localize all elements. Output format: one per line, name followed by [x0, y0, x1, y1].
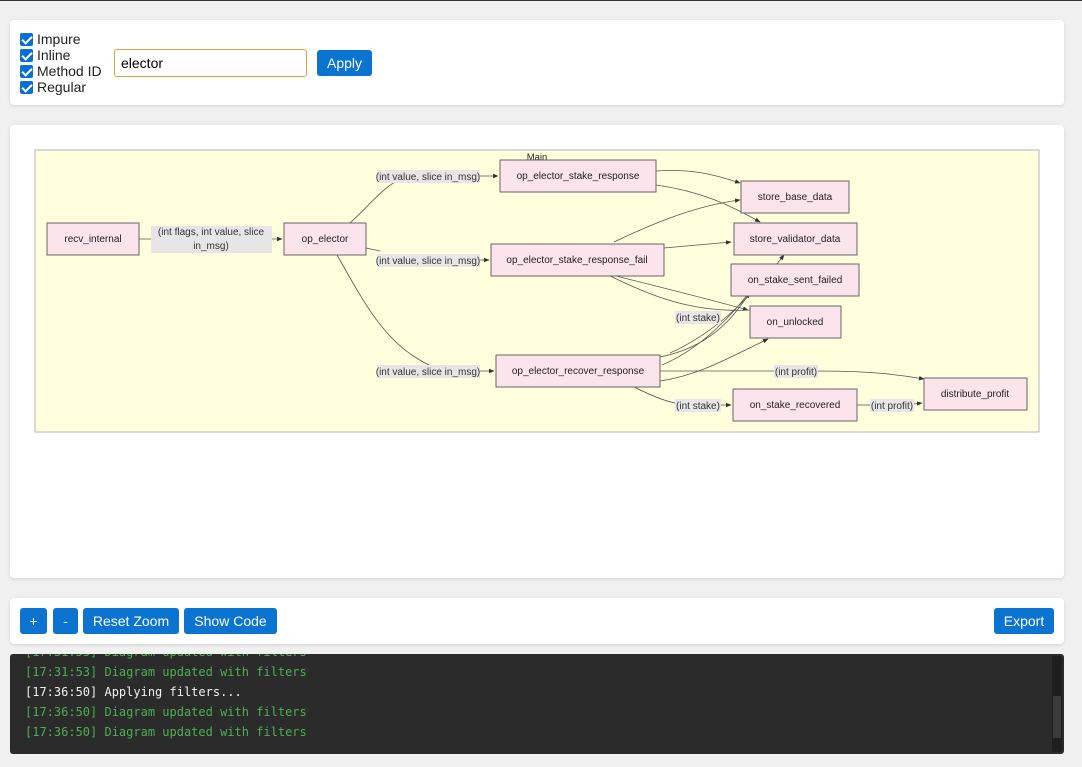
edge-label-op-stake-response: (int value, slice in_msg)	[376, 172, 480, 183]
node-label: op_elector_stake_response_fail	[506, 255, 647, 266]
node-label: on_stake_recovered	[750, 400, 841, 411]
filter-panel: Impure Inline Method ID Regular Apply	[10, 20, 1064, 105]
log-console[interactable]: [17:31:53] Diagram updated with filters …	[10, 654, 1064, 754]
filter-checkboxes: Impure Inline Method ID Regular	[20, 31, 102, 95]
node-op-elector-stake-response-fail[interactable]	[490, 243, 665, 277]
edge-recovered-to-distribute-b	[912, 401, 923, 406]
toolbar-panel: + - Reset Zoom Show Code Export	[10, 598, 1064, 644]
call-graph[interactable]: Main (int	[10, 125, 1064, 578]
node-store-base-data[interactable]	[740, 180, 850, 214]
edge-label-bg	[774, 365, 818, 378]
edge-op-to-stake-fail-a	[365, 247, 381, 252]
node-op-elector-recover-response[interactable]	[495, 354, 661, 388]
edge-label-int-stake-2: (int stake)	[676, 401, 720, 412]
show-code-button[interactable]: Show Code	[184, 608, 277, 634]
edge-label-bg	[870, 399, 914, 412]
edge-label-int-profit-1: (int profit)	[775, 367, 817, 378]
node-label: distribute_profit	[941, 389, 1010, 400]
node-label: store_validator_data	[750, 234, 841, 245]
edge-recover-to-recovered-a	[633, 386, 676, 404]
edge-label-bg	[377, 254, 480, 267]
node-distribute-profit[interactable]	[923, 377, 1028, 411]
inline-label: Inline	[37, 47, 71, 63]
log-line: [17:31:53] Diagram updated with filters	[25, 654, 307, 662]
export-button[interactable]: Export	[994, 608, 1054, 634]
edge-label-bg	[377, 365, 480, 378]
node-label: store_base_data	[758, 192, 833, 203]
node-label: on_unlocked	[767, 317, 824, 328]
node-on-stake-sent-failed[interactable]	[730, 263, 860, 297]
log-line: [17:36:50] Diagram updated with filters	[25, 705, 307, 719]
edge-label-int-profit-2: (int profit)	[871, 401, 913, 412]
edge-stake-response-to-store-validator	[655, 184, 761, 223]
regular-checkbox[interactable]	[20, 80, 33, 94]
edge-label-op-recover: (int value, slice in_msg)	[376, 367, 480, 378]
node-label: op_elector	[302, 234, 349, 245]
node-on-stake-recovered[interactable]	[732, 388, 858, 422]
method-id-filter[interactable]: Method ID	[20, 63, 102, 79]
edge-label-bg	[151, 226, 272, 253]
log-scroll-thumb[interactable]	[1053, 696, 1061, 738]
top-border	[0, 0, 1082, 1]
node-on-unlocked[interactable]	[749, 305, 842, 339]
zoom-out-button[interactable]: -	[53, 608, 78, 634]
node-label: recv_internal	[64, 234, 121, 245]
edge-recover-to-distribute-b	[815, 370, 925, 381]
edge-label-bg	[377, 170, 480, 183]
impure-filter[interactable]: Impure	[20, 31, 102, 47]
method-id-label: Method ID	[37, 63, 102, 79]
impure-label: Impure	[37, 31, 81, 47]
edge-label-bg	[675, 311, 721, 324]
log-line: [17:36:50] Diagram updated with filters	[25, 725, 307, 739]
edge-label-recv-op-1: (int flags, int value, slice	[158, 227, 265, 238]
log-line: [17:31:53] Diagram updated with filters	[25, 665, 307, 679]
regular-filter[interactable]: Regular	[20, 79, 102, 95]
node-recv-internal[interactable]	[46, 222, 140, 256]
edge-label-recv-op-2: in_msg)	[193, 241, 229, 252]
edge-fail-to-store-validator	[663, 240, 732, 249]
edge-label-op-stake-fail: (int value, slice in_msg)	[376, 256, 480, 267]
node-op-elector[interactable]	[283, 222, 367, 256]
nodes	[46, 159, 1028, 422]
diagram-panel[interactable]: Main (int	[10, 125, 1064, 578]
edge-fail-to-unlocked	[615, 275, 749, 311]
edge-label-bg	[675, 399, 721, 412]
reset-zoom-button[interactable]: Reset Zoom	[83, 608, 179, 634]
search-input[interactable]	[114, 49, 307, 77]
cluster-label: Main	[527, 152, 548, 163]
edge-labels: (int flags, int value, slice in_msg) (in…	[151, 170, 914, 412]
edge-fail-to-unlocked-b	[609, 275, 751, 311]
node-label: on_stake_sent_failed	[748, 275, 843, 286]
edge-recover-to-stake-sent-failed	[659, 292, 751, 358]
edge-label-int-stake-1: (int stake)	[676, 313, 720, 324]
inline-checkbox[interactable]	[20, 48, 33, 62]
log-scrollbar[interactable]	[1052, 656, 1062, 752]
zoom-in-button[interactable]: +	[20, 608, 47, 634]
node-store-validator-data[interactable]	[733, 222, 858, 256]
method-id-checkbox[interactable]	[20, 64, 33, 78]
log-line: [17:36:50] Applying filters...	[25, 685, 242, 699]
impure-checkbox[interactable]	[20, 32, 33, 46]
regular-label: Regular	[37, 79, 87, 95]
apply-button[interactable]: Apply	[317, 50, 372, 76]
inline-filter[interactable]: Inline	[20, 47, 102, 63]
node-labels: recv_internal op_elector op_elector_stak…	[64, 171, 1009, 411]
node-label: op_elector_recover_response	[512, 366, 645, 377]
node-label: op_elector_stake_response	[517, 171, 640, 182]
edge-recover-to-unlocked	[659, 338, 769, 382]
node-op-elector-stake-response[interactable]	[499, 159, 657, 193]
edge-stake-response-to-store-base	[655, 170, 741, 184]
edge-fail-to-store-base	[613, 198, 741, 243]
